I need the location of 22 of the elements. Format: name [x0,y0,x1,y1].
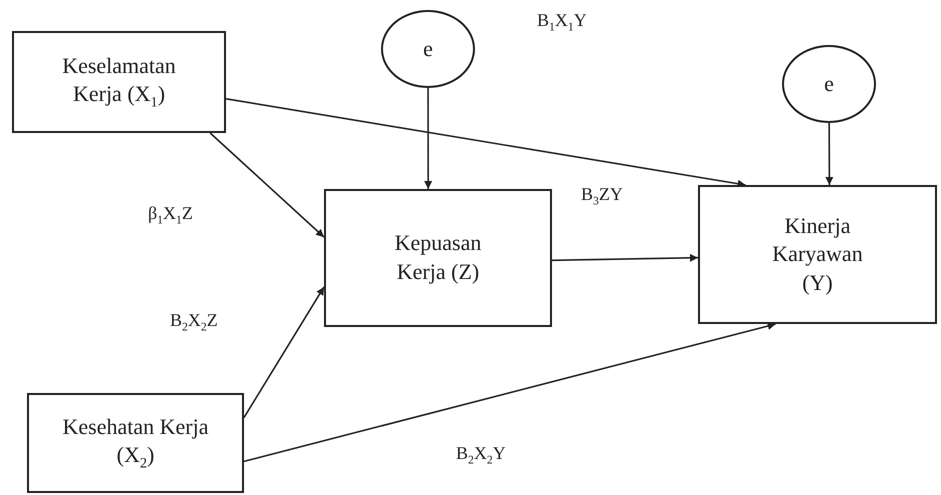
variable-box [12,31,226,133]
arrow [226,98,746,188]
path-coefficient: B$_{2}$X$_{2}$Y [456,443,506,467]
variable-label: Kinerja Karyawan (Y) [771,212,864,297]
error-term: e [824,70,834,98]
arrow [244,322,776,462]
variable-box [324,189,552,327]
variable-box [27,393,244,493]
path-coefficient: β$_{1}$X$_{1}$Z [148,203,193,227]
variable-label: Kepuasan Kerja (Z) [394,229,482,286]
arrow [825,123,834,185]
variable-label: Kesehatan Kerja (X$_{2}$) [62,412,210,474]
error-term: e [423,34,433,63]
arrow [243,286,325,418]
variable-box [698,185,937,324]
variable-label: Keselamatan Kerja (X$_{1}$) [61,52,177,112]
path-coefficient: B$_{3}$ZY [581,184,623,208]
path-coefficient: B$_{1}$X$_{1}$Y [537,10,587,34]
arrow [210,132,325,238]
arrow [424,88,432,189]
path-coefficient: B$_{2}$X$_{2}$Z [170,310,218,334]
arrow [552,254,698,262]
